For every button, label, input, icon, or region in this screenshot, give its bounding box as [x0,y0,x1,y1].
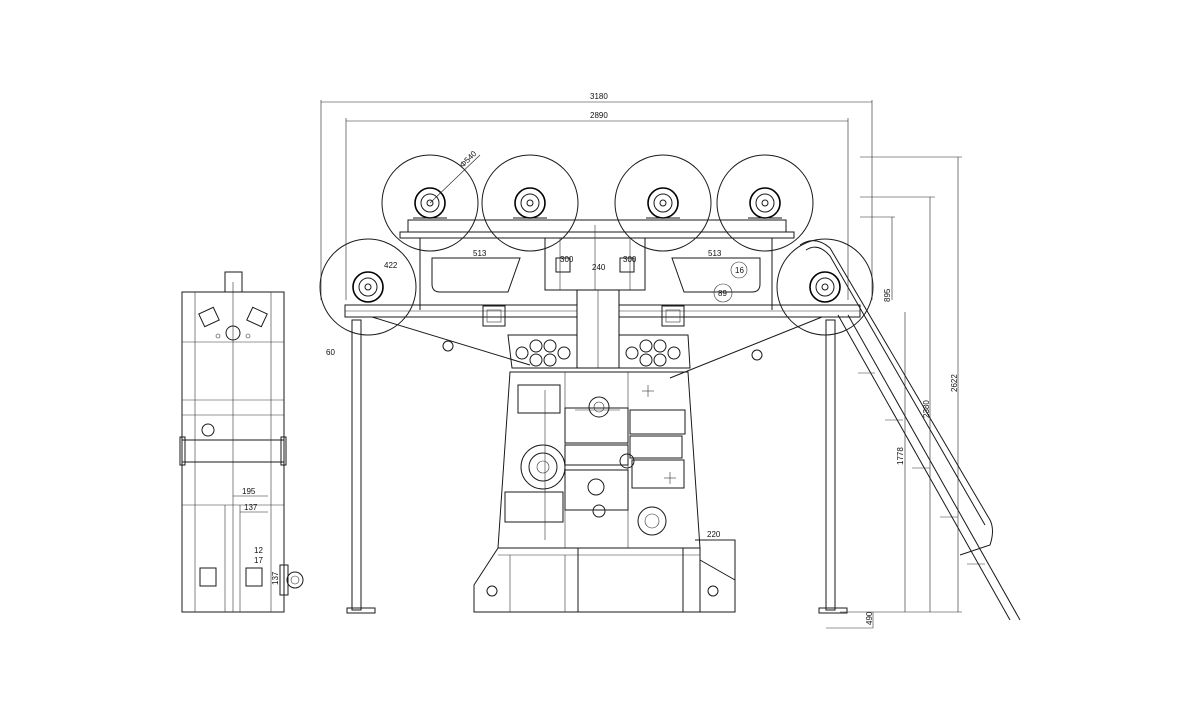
dim-220: 220 [707,530,721,539]
dim-300b: 300 [623,255,637,264]
dim-137: 137 [244,503,258,512]
side-view: 195 137 12 17 137 [179,271,304,613]
dim-17: 17 [254,556,263,565]
dim-2890: 2890 [590,111,608,120]
dim-1778: 1778 [896,447,905,465]
dim-2380: 2380 [922,400,931,418]
main-beam: 513 513 300 300 240 422 16 89 60 [326,219,861,379]
dim-513-left: 513 [473,249,487,258]
dim-12: 12 [254,546,263,555]
dim-89: 89 [718,289,727,298]
height-dimensions: 2622 2380 895 1778 [840,156,962,613]
pulley-cluster-left [515,339,571,367]
ladder [799,240,1021,621]
dim-240: 240 [592,263,606,272]
dim-2622: 2622 [950,374,959,392]
dim-895: 895 [883,288,892,302]
dim-3180: 3180 [590,92,608,101]
central-tower: 220 [473,289,736,613]
top-dimensions: 3180 2890 [320,92,873,300]
dim-60: 60 [326,348,335,357]
dim-513-right: 513 [708,249,722,258]
upper-wheels: Φ540 [381,149,814,252]
dim-300a: 300 [560,255,574,264]
dim-422: 422 [384,261,398,270]
pulley-cluster-right [625,339,681,367]
support-legs: 490 [346,319,874,629]
dim-490: 490 [865,611,874,625]
dim-137b: 137 [271,571,280,585]
dim-195: 195 [242,487,256,496]
dim-16: 16 [735,266,744,275]
lower-wheels [319,238,874,336]
